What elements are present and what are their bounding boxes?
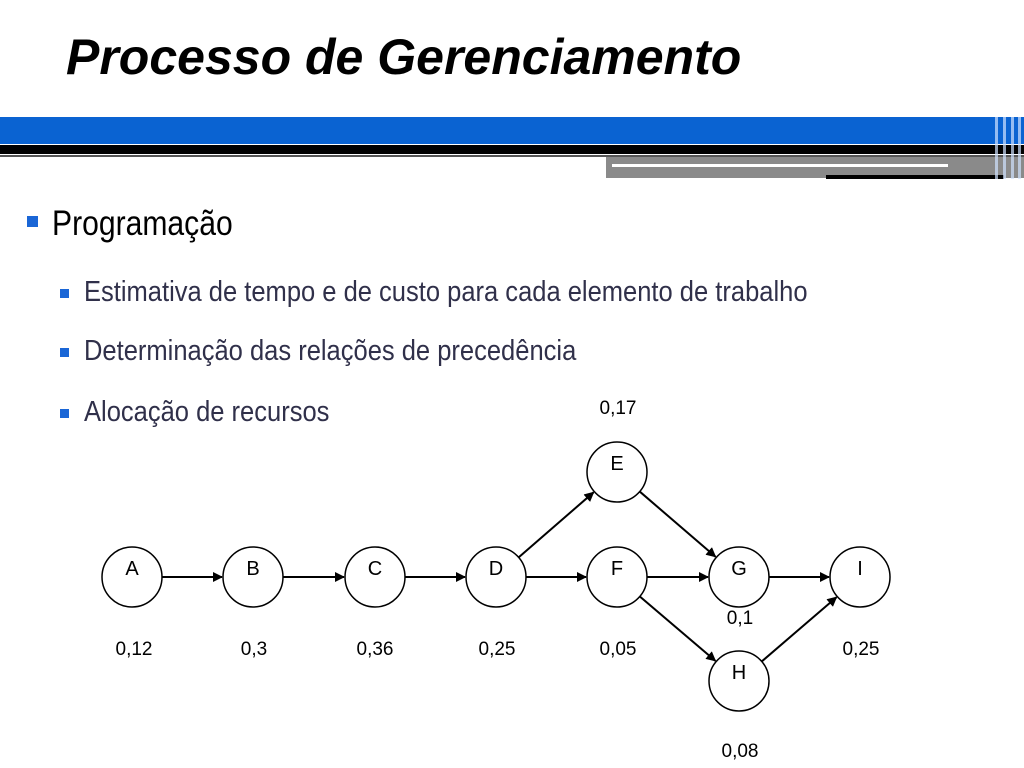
node-label: A <box>125 558 139 580</box>
arrow-E-G <box>639 490 717 558</box>
black-short-line <box>826 175 1004 179</box>
node-label: I <box>857 558 863 580</box>
stripe-2 <box>1003 117 1006 179</box>
duration-label-B: 0,3 <box>241 639 267 660</box>
node-B: B <box>222 546 284 608</box>
node-circle <box>586 546 648 608</box>
duration-label-I: 0,25 <box>843 639 880 660</box>
stripe-1 <box>995 117 998 179</box>
node-label: B <box>246 558 259 580</box>
node-E: E <box>586 441 648 503</box>
arrow-F-H <box>639 595 717 662</box>
node-circle <box>222 546 284 608</box>
nodes: A B C D E F G H I <box>101 441 891 712</box>
node-I: I <box>829 546 891 608</box>
node-A: A <box>101 546 163 608</box>
duration-label-G: 0,1 <box>727 608 753 629</box>
node-label: C <box>368 558 382 580</box>
arrow-D-E <box>518 491 595 559</box>
node-C: C <box>344 546 406 608</box>
sub-bullet-2: Determinação das relações de precedência <box>84 335 577 367</box>
gray-band-light-line <box>612 164 948 167</box>
blue-band <box>0 117 1024 144</box>
node-label: H <box>732 662 746 684</box>
slide-title: Processo de Gerenciamento <box>66 29 742 85</box>
node-circle <box>344 546 406 608</box>
node-label: E <box>610 453 623 475</box>
bullet-level1: Programação <box>52 204 233 243</box>
duration-label-A: 0,12 <box>116 639 153 660</box>
node-label: G <box>731 558 747 580</box>
duration-labels: 0,12 0,3 0,36 0,25 0,17 0,05 0,1 0,08 0,25 <box>116 398 880 762</box>
arrow-H-I <box>761 596 838 663</box>
node-circle <box>465 546 527 608</box>
sub-bullet-square-icon <box>60 348 69 357</box>
thin-gray-line <box>0 155 1024 157</box>
node-G: G <box>708 546 770 608</box>
bullet-square-icon <box>27 216 38 227</box>
black-band <box>0 145 1024 154</box>
duration-label-H: 0,08 <box>722 741 759 762</box>
duration-label-E: 0,17 <box>600 398 637 419</box>
node-circle <box>586 441 648 503</box>
duration-label-F: 0,05 <box>600 639 637 660</box>
sub-bullet-1: Estimativa de tempo e de custo para cada… <box>84 276 808 308</box>
sub-bullet-3: Alocação de recursos <box>84 396 330 428</box>
node-circle <box>829 546 891 608</box>
sub-bullet-square-icon <box>60 289 69 298</box>
stripe-4 <box>1018 117 1021 179</box>
node-H: H <box>708 650 770 712</box>
node-circle <box>708 650 770 712</box>
edges <box>162 490 838 663</box>
node-D: D <box>465 546 527 608</box>
duration-label-D: 0,25 <box>479 639 516 660</box>
node-label: F <box>611 558 623 580</box>
gray-band <box>606 157 1024 178</box>
node-circle <box>708 546 770 608</box>
duration-label-C: 0,36 <box>357 639 394 660</box>
node-F: F <box>586 546 648 608</box>
node-label: D <box>489 558 503 580</box>
node-circle <box>101 546 163 608</box>
sub-bullet-square-icon <box>60 409 69 418</box>
stripe-3 <box>1011 117 1014 179</box>
